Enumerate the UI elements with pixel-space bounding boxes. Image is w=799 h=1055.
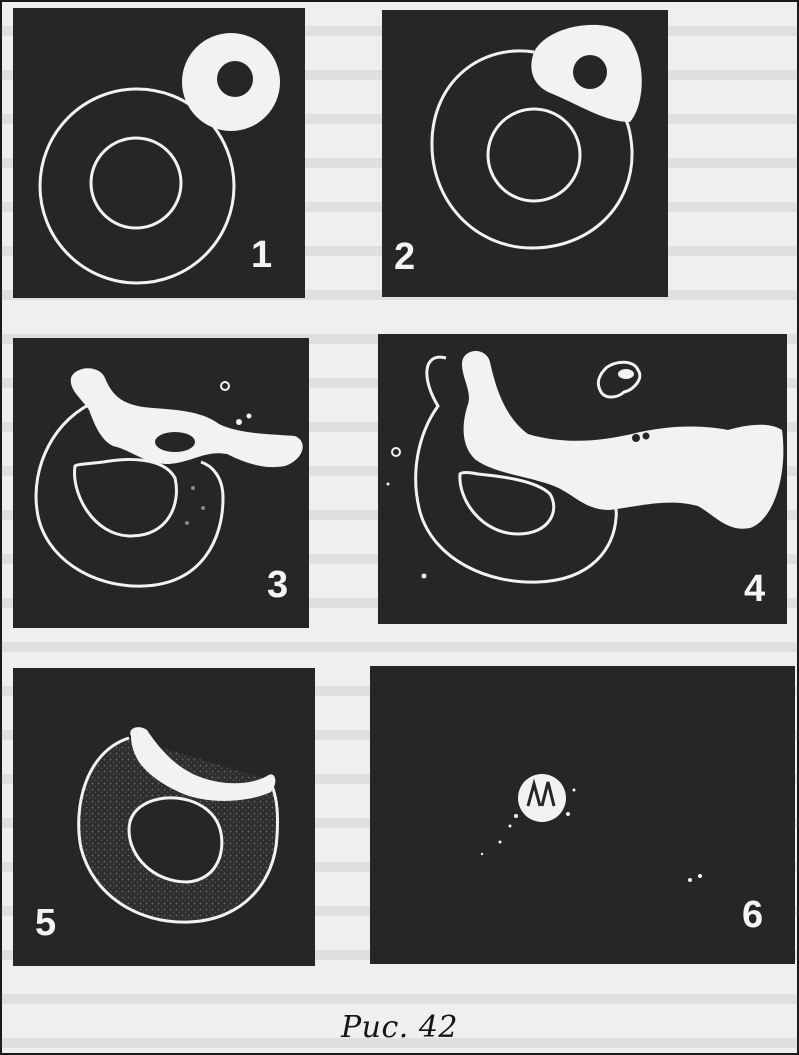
- micrograph-panel-2: 2: [382, 10, 668, 297]
- micrograph-drawing-4: [378, 334, 787, 624]
- micrograph-panel-1: 1: [13, 8, 305, 298]
- micrograph-drawing-2: [382, 10, 668, 297]
- micrograph-panel-6: 6: [370, 666, 795, 964]
- panel-number-3: 3: [267, 566, 288, 604]
- micrograph-panel-4: 4: [378, 334, 787, 624]
- micrograph-drawing-3: [13, 338, 309, 628]
- micrograph-panel-5: 5: [13, 668, 315, 966]
- micrograph-drawing-5: [13, 668, 315, 966]
- micrograph-panel-3: 3: [13, 338, 309, 628]
- micrograph-drawing-6: [370, 666, 795, 964]
- panel-number-1: 1: [251, 236, 272, 274]
- panel-number-5: 5: [35, 904, 56, 942]
- panel-number-4: 4: [744, 570, 765, 608]
- panel-number-2: 2: [394, 238, 415, 276]
- figure-caption: Рис. 42: [0, 1010, 799, 1045]
- panel-number-6: 6: [742, 896, 763, 934]
